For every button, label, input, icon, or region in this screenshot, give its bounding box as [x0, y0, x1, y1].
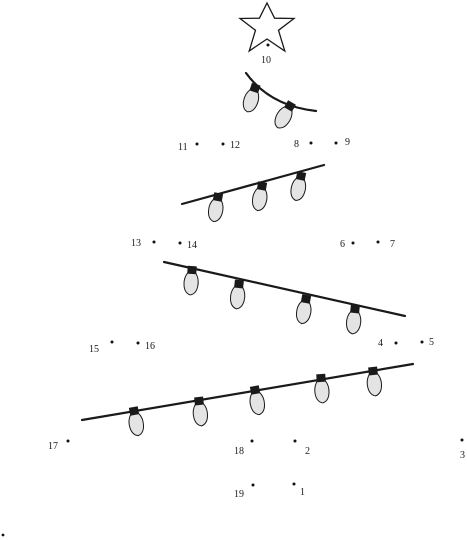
- bulb-socket: [187, 265, 197, 275]
- dot-6-point[interactable]: [351, 241, 355, 245]
- dot-9-label: 9: [345, 137, 350, 148]
- bulb-glass: [346, 311, 362, 335]
- light-bulb-icon: [249, 385, 266, 416]
- bulb-glass: [366, 373, 382, 397]
- dot-6-label: 6: [340, 239, 345, 250]
- dot-4-label: 4: [378, 338, 383, 349]
- light-bulb-icon: [242, 82, 261, 113]
- dot-16-label: 16: [145, 341, 155, 352]
- bulb-socket: [300, 294, 312, 304]
- bulb-glass: [128, 412, 145, 437]
- light-string-wire: [244, 71, 318, 113]
- bulb-glass: [314, 380, 330, 404]
- bulb-glass: [249, 391, 266, 416]
- dot-18-point[interactable]: [250, 439, 254, 443]
- bulb-socket: [128, 406, 140, 416]
- dot-13-point[interactable]: [152, 240, 156, 244]
- light-bulb-icon: [251, 181, 268, 212]
- dot-7-point[interactable]: [376, 240, 380, 244]
- bulb-socket: [234, 279, 244, 289]
- light-string-2: [180, 163, 326, 206]
- dot-4-point[interactable]: [394, 341, 398, 345]
- bulb-socket: [194, 396, 204, 406]
- bulb-socket: [316, 373, 326, 383]
- light-bulb-icon: [295, 294, 312, 325]
- dot-14-label: 14: [187, 240, 197, 251]
- dot-19-point[interactable]: [251, 483, 255, 487]
- dot-7-label: 7: [390, 239, 395, 250]
- dot-11-point[interactable]: [195, 142, 199, 146]
- bulb-glass: [251, 187, 268, 212]
- dot-2-point[interactable]: [293, 439, 297, 443]
- dot-11-label: 11: [178, 142, 188, 153]
- dot-17-point[interactable]: [66, 439, 70, 443]
- bulb-glass: [192, 403, 208, 427]
- dot-17-label: 17: [48, 441, 58, 452]
- dot-15-label: 15: [89, 344, 99, 355]
- light-bulb-icon: [290, 171, 307, 201]
- dot-12-label: 12: [230, 140, 240, 151]
- dot-1-label: 1: [300, 487, 305, 498]
- dot-9-point[interactable]: [334, 141, 338, 145]
- light-bulb-icon: [192, 396, 208, 427]
- dot-10-label: 10: [261, 55, 271, 66]
- light-bulbs: [128, 82, 382, 437]
- dot-18-label: 18: [234, 446, 244, 457]
- numbered-dots: 1 2 3 4 5 6 7 8 9 10 11 12 13: [1, 43, 465, 537]
- dot-19-label: 19: [234, 489, 244, 500]
- dot-3-label: 3: [460, 450, 465, 461]
- dot-1-point[interactable]: [292, 482, 296, 486]
- dot-10-point[interactable]: [266, 43, 270, 47]
- bulb-socket: [368, 366, 378, 376]
- dot-12-point[interactable]: [221, 142, 225, 146]
- light-string-3: [162, 260, 407, 318]
- light-bulb-icon: [207, 192, 224, 223]
- dot-16-point[interactable]: [136, 341, 140, 345]
- bulb-glass: [230, 286, 246, 310]
- bulb-socket: [256, 181, 268, 191]
- light-bulb-icon: [346, 304, 362, 335]
- light-bulb-icon: [183, 265, 199, 296]
- light-string-wire: [180, 163, 326, 206]
- light-bulb-icon: [230, 279, 246, 310]
- bulb-socket: [284, 100, 296, 112]
- bulb-glass: [290, 177, 307, 201]
- light-string-1: [244, 71, 318, 113]
- bulb-glass: [242, 89, 260, 113]
- dot-5-point[interactable]: [420, 340, 424, 344]
- bulb-socket: [249, 385, 261, 395]
- bulb-socket: [350, 304, 360, 314]
- dot-15-point[interactable]: [110, 340, 114, 344]
- dot-5-label: 5: [429, 337, 434, 348]
- bulb-glass: [207, 198, 224, 223]
- dot-8-label: 8: [294, 139, 299, 150]
- dot-8-point[interactable]: [309, 141, 313, 145]
- light-bulb-icon: [314, 373, 330, 404]
- light-bulb-icon: [274, 100, 296, 129]
- light-bulb-icon: [128, 406, 145, 437]
- dot-3-point[interactable]: [460, 438, 464, 442]
- stray-dot: [1, 533, 5, 537]
- bulb-glass: [183, 272, 199, 296]
- bulb-glass: [274, 106, 293, 129]
- bulb-socket: [249, 82, 261, 94]
- dot-2-label: 2: [305, 446, 310, 457]
- light-string-wire: [162, 260, 407, 318]
- bulb-socket: [212, 192, 224, 202]
- bulb-socket: [295, 171, 307, 181]
- light-bulb-icon: [366, 366, 382, 397]
- dot-13-label: 13: [131, 238, 141, 249]
- bulb-glass: [295, 300, 312, 325]
- star-icon: [238, 1, 296, 53]
- dot-14-point[interactable]: [178, 241, 182, 245]
